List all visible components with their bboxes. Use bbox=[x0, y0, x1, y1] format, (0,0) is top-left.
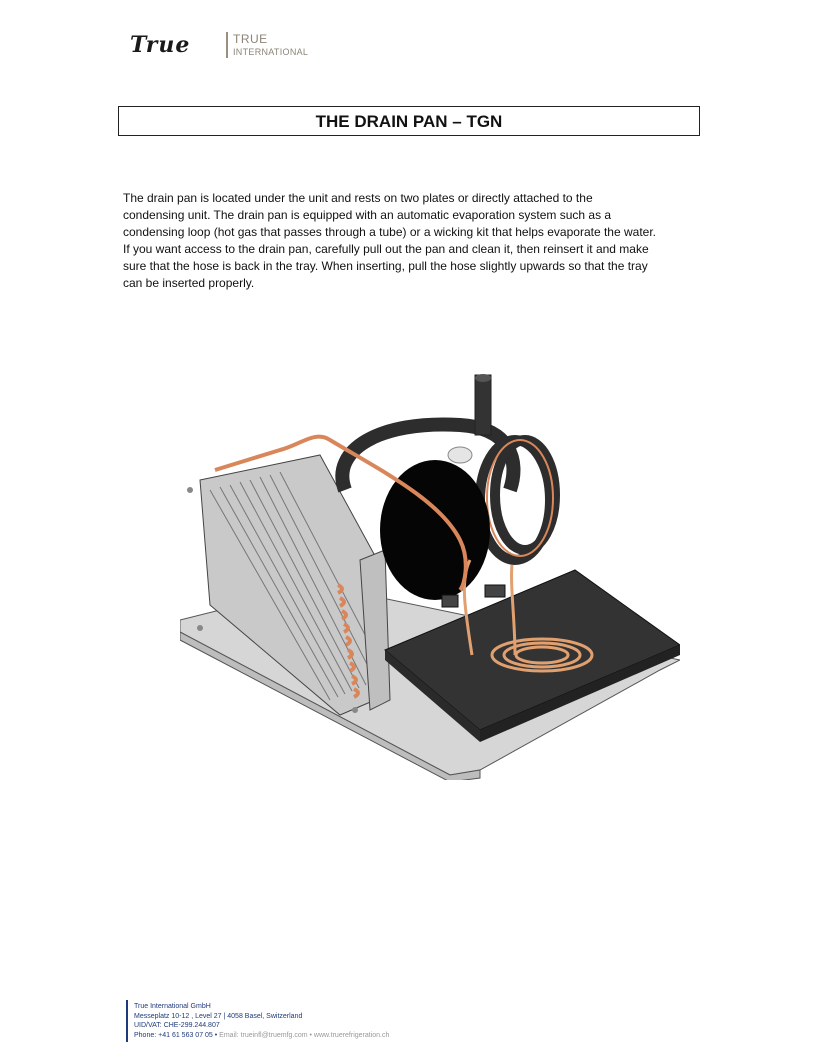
body-line: condensing unit. The drain pan is equipp… bbox=[123, 208, 612, 222]
brand-line-1: TRUE bbox=[233, 32, 268, 46]
condensing-unit-illustration bbox=[180, 374, 680, 780]
body-line: can be inserted properly. bbox=[123, 276, 255, 290]
footer-phone: Phone: +41 61 563 07 05 • bbox=[134, 1031, 218, 1039]
footer-email-web: Email: trueinfl@truemfg.com • www.truere… bbox=[219, 1031, 390, 1039]
footer-divider bbox=[126, 1000, 128, 1042]
logo-divider bbox=[226, 32, 228, 58]
true-wordmark: True bbox=[130, 32, 191, 58]
footer-company: True International GmbH bbox=[134, 1003, 211, 1010]
body-line: If you want access to the drain pan, car… bbox=[123, 242, 649, 256]
page-title: THE DRAIN PAN – TGN bbox=[315, 112, 503, 131]
body-line: The drain pan is located under the unit … bbox=[123, 191, 593, 205]
brand-line-2: INTERNATIONAL bbox=[233, 47, 309, 57]
body-paragraph: The drain pan is located under the unit … bbox=[123, 190, 703, 292]
true-international-logo: True TRUE INTERNATIONAL bbox=[130, 30, 310, 64]
footer-address: Messeplatz 10-12 , Level 27 | 4058 Basel… bbox=[134, 1012, 303, 1020]
footer-contact-line: Phone: +41 61 563 07 05 • Email: trueinf… bbox=[134, 1031, 389, 1041]
footer-vat: UID/VAT: CHE-299.244.807 bbox=[134, 1022, 220, 1029]
body-line: condensing loop (hot gas that passes thr… bbox=[123, 225, 656, 239]
page-title-box: THE DRAIN PAN – TGN bbox=[118, 106, 700, 136]
body-line: sure that the hose is back in the tray. … bbox=[123, 259, 648, 273]
